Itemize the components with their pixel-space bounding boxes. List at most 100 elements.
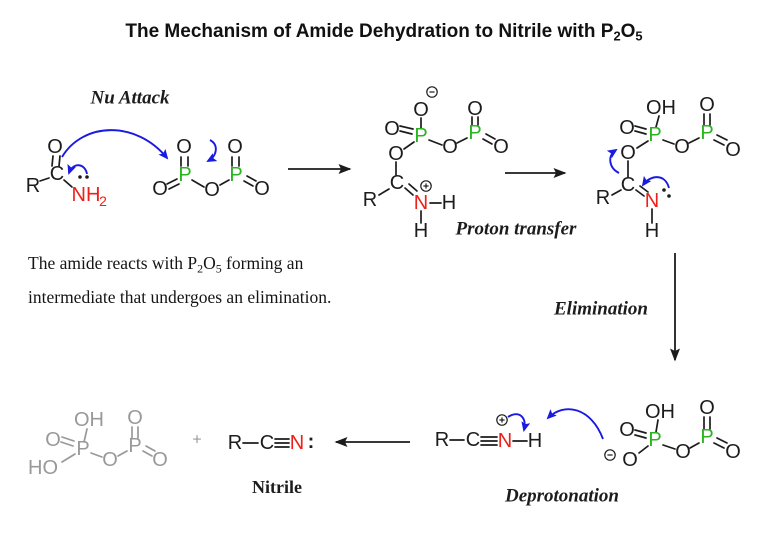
right-o-bridge-right: O — [674, 136, 690, 158]
p2o5-o-bridge: O — [204, 179, 220, 201]
acid-p1: P — [76, 438, 89, 460]
bond — [689, 442, 700, 449]
bond — [166, 178, 178, 185]
c-o-bond-arrow — [606, 148, 620, 174]
mid-n: N — [414, 192, 428, 214]
mid-h-right: H — [442, 192, 456, 214]
right-o-left: O — [619, 117, 635, 139]
cation-h: H — [528, 430, 542, 452]
bond — [83, 428, 88, 443]
bond — [243, 180, 254, 187]
p2o5-pi-bond-arrow — [206, 139, 218, 162]
bond — [655, 419, 659, 433]
plus-sign: + — [192, 432, 201, 449]
bond — [716, 437, 728, 444]
nitrile-r: R — [228, 432, 242, 454]
bond — [219, 179, 230, 186]
phosphate-o-minus: O — [622, 449, 638, 471]
cation-n: N — [498, 430, 512, 452]
bond — [404, 187, 414, 196]
acid-o-bridge: O — [102, 449, 118, 471]
nu-attack-label: Nu Attack — [90, 88, 170, 109]
right-o-bridge-down: O — [620, 142, 636, 164]
mid-o-top: O — [413, 99, 429, 121]
bond — [117, 450, 128, 457]
bond — [51, 155, 54, 167]
acid-p2: P — [128, 435, 141, 457]
nu-attack-curved-arrow — [61, 129, 169, 160]
bond — [145, 445, 156, 452]
bond — [378, 188, 390, 196]
right-c: C — [621, 174, 635, 196]
bond — [485, 133, 496, 140]
nitrile-label: Nitrile — [252, 477, 302, 497]
right-n: N — [645, 190, 659, 212]
bond — [428, 139, 443, 146]
phosphate-p2: P — [700, 426, 713, 448]
nitrile-n: N — [290, 432, 304, 454]
p2o5-o-top1: O — [176, 136, 192, 158]
bond — [716, 134, 728, 141]
bond — [662, 139, 675, 145]
bond — [636, 140, 649, 149]
n-h-bond-arrow — [507, 413, 531, 432]
bond — [61, 436, 75, 442]
p2o5-o-left: O — [152, 178, 168, 200]
title-text: The Mechanism of Amide Dehydration to Ni… — [125, 21, 614, 42]
diagram-title: The Mechanism of Amide Dehydration to Ni… — [0, 21, 768, 44]
proton-transfer-label: Proton transfer — [455, 219, 577, 240]
phosphate-o-right: O — [725, 441, 741, 463]
title-subscript-5: 5 — [635, 28, 643, 44]
bond — [456, 137, 468, 144]
title-subscript-2: 2 — [613, 28, 621, 44]
bond — [639, 185, 649, 193]
deprotonation-curved-arrow — [546, 408, 604, 440]
bond — [399, 125, 414, 130]
acid-o-top2: O — [127, 407, 143, 429]
amide-lone-pair-arrow — [67, 163, 88, 175]
title-oxygen: O — [620, 21, 636, 42]
mid-h-down: H — [414, 220, 428, 242]
description-line-2: intermediate that undergoes an eliminati… — [28, 287, 332, 308]
bond — [655, 115, 660, 128]
p2o5-p2: P — [229, 164, 242, 186]
bond — [403, 141, 415, 150]
bond — [713, 139, 725, 146]
amide-nh: NH — [72, 184, 101, 206]
right-oh: OH — [646, 97, 676, 119]
bond — [638, 445, 649, 454]
description-text: The amide reacts with P2O5 forming an in… — [28, 249, 331, 312]
mid-o-bridge-right: O — [442, 136, 458, 158]
lone-pair-dot — [667, 194, 671, 198]
phosphate-o-bridge: O — [675, 441, 691, 463]
phosphate-o-left: O — [619, 419, 635, 441]
right-o-right: O — [725, 139, 741, 161]
bond — [635, 189, 645, 197]
mid-o-bridge-down: O — [388, 143, 404, 165]
right-h: H — [645, 220, 659, 242]
mid-p2: P — [468, 122, 481, 144]
right-p2: P — [700, 122, 713, 144]
elimination-label: Elimination — [553, 299, 648, 320]
acid-ho: HO — [28, 457, 58, 479]
right-r: R — [596, 187, 610, 209]
bond — [611, 189, 622, 196]
mid-r: R — [363, 189, 377, 211]
mid-p1: P — [414, 125, 427, 147]
bond — [90, 452, 103, 458]
mid-o-right: O — [493, 136, 509, 158]
amide-r: R — [26, 175, 40, 197]
bond — [58, 155, 61, 167]
cation-r: R — [435, 429, 449, 451]
amide-nh-sub: 2 — [99, 193, 107, 209]
lone-pair-dot — [662, 188, 666, 192]
right-p1: P — [648, 124, 661, 146]
bond — [63, 179, 73, 188]
lone-pair-dot — [85, 175, 89, 179]
bond — [246, 175, 257, 182]
bond — [39, 177, 50, 182]
bond — [634, 125, 647, 130]
cation-c: C — [466, 429, 480, 451]
acid-o-left: O — [45, 429, 61, 451]
